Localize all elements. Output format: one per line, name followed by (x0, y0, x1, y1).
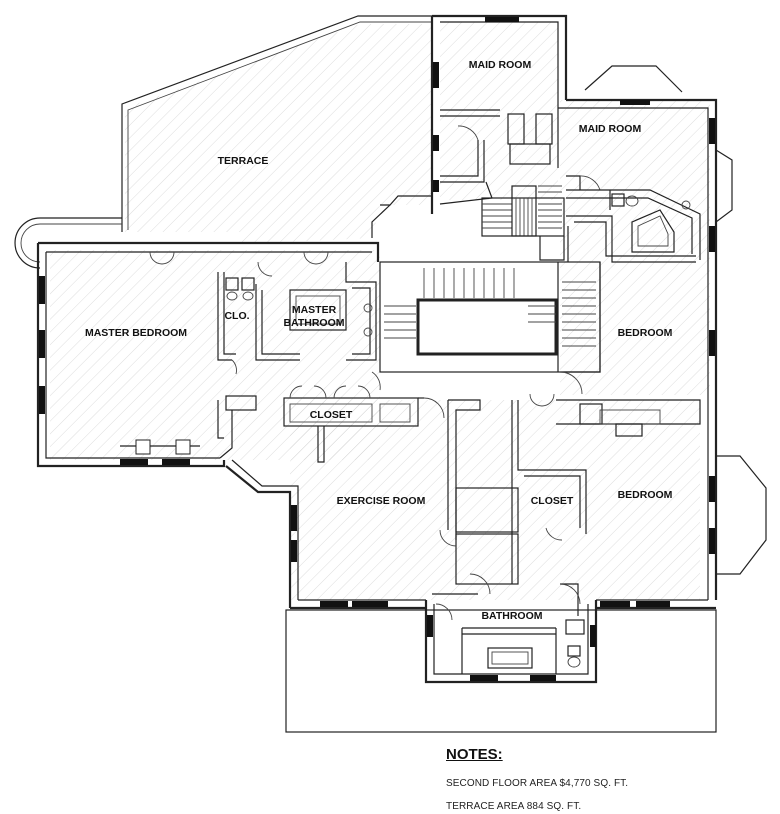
room-label-bedroom-2: BEDROOM (618, 489, 673, 501)
room-label-terrace: TERRACE (218, 155, 269, 167)
room-label-master-bathroom-line1: MASTER (292, 304, 337, 316)
room-labels: MAID ROOM MAID ROOM TERRACE MASTER BEDRO… (85, 59, 673, 622)
room-label-closet-small: CLO. (224, 310, 249, 322)
room-label-bathroom: BATHROOM (481, 610, 542, 622)
upper-stairs (481, 185, 565, 261)
note-second-floor-area: SECOND FLOOR AREA $4,770 SQ. FT. (446, 778, 629, 789)
room-label-master-bathroom-line2: BATHROOM (283, 317, 344, 329)
room-label-exercise-room: EXERCISE ROOM (337, 495, 426, 507)
interior-walls (120, 108, 701, 674)
terrace-outline (14, 15, 432, 269)
room-label-master-bedroom: MASTER BEDROOM (85, 327, 187, 339)
room-label-closet-1: CLOSET (310, 409, 353, 421)
windows (39, 17, 715, 681)
floor-hatch (50, 22, 710, 600)
room-label-closet-2: CLOSET (531, 495, 574, 507)
room-label-maid-room-2: MAID ROOM (579, 123, 642, 135)
note-terrace-area: TERRACE AREA 884 SQ. FT. (446, 801, 582, 812)
exterior-walls (36, 14, 767, 733)
room-label-maid-room-1: MAID ROOM (469, 59, 532, 71)
notes-title: NOTES: (446, 746, 503, 763)
room-label-bedroom-1: BEDROOM (618, 327, 673, 339)
